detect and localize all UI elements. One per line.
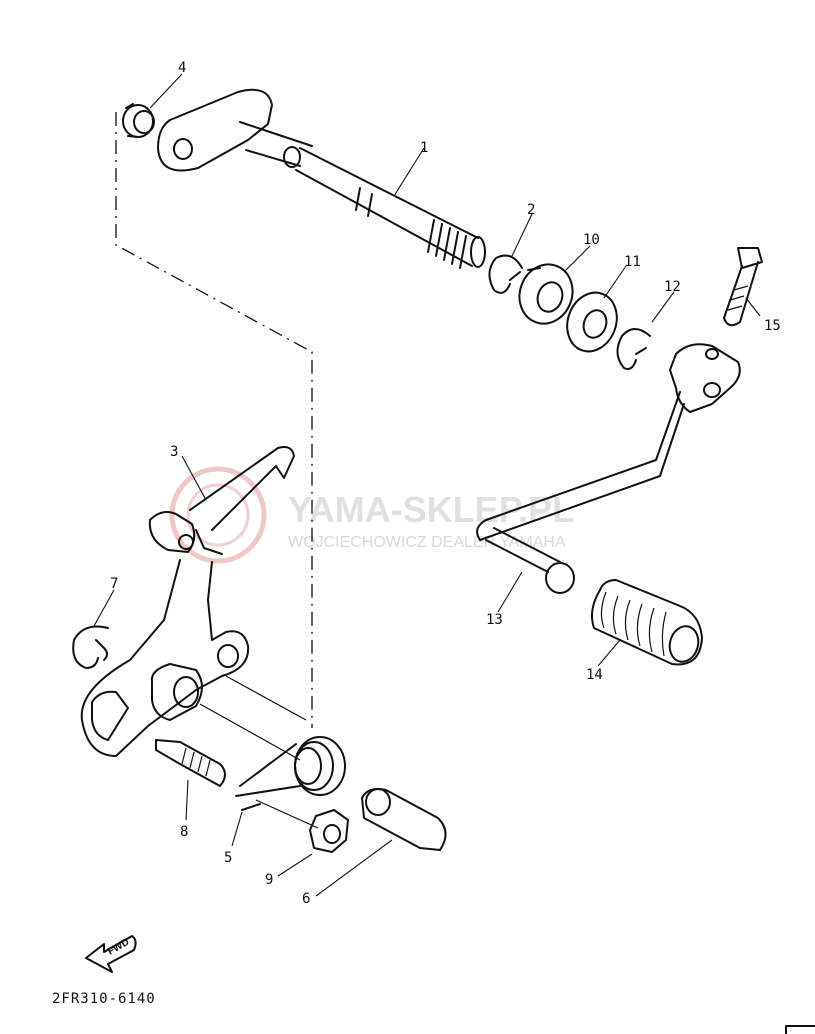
callout-15: 15 [764, 318, 781, 334]
assembly-guide-lines [115, 112, 313, 728]
washer-11-part [566, 291, 618, 353]
shift-shaft-part [157, 88, 486, 269]
callout-9: 9 [265, 872, 273, 888]
leader-lines [93, 73, 761, 897]
watermark: YAMA-SKLEP.PL WOJCIECHOWICZ DEALER YAMAH… [169, 466, 574, 564]
callout-8: 8 [180, 824, 188, 840]
forward-arrow: FWD [85, 935, 137, 973]
callout-7: 7 [110, 576, 118, 592]
watermark-subtitle: WOJCIECHOWICZ DEALER YAMAHA [288, 534, 566, 551]
callout-13: 13 [486, 612, 503, 628]
shift-pedal-part [476, 343, 741, 594]
pedal-rubber-part [591, 579, 703, 666]
callout-5: 5 [224, 850, 232, 866]
callout-10: 10 [583, 232, 600, 248]
circlip-2-part [488, 254, 523, 294]
callout-4: 4 [178, 60, 186, 76]
callout-14: 14 [586, 667, 603, 683]
stopper-bolt-part [155, 739, 226, 787]
oil-seal-part [122, 103, 155, 138]
callout-2: 2 [527, 202, 535, 218]
sleeve-part [361, 788, 447, 851]
callout-labels: 1 2 3 4 5 6 7 8 9 10 11 12 13 14 15 [110, 60, 781, 907]
diagram-part-code: 2FR310-6140 [52, 991, 156, 1007]
bolt-part [723, 247, 763, 327]
washer-10-part [518, 263, 574, 325]
alignment-lines [199, 675, 319, 829]
watermark-title: YAMA-SKLEP.PL [288, 489, 574, 530]
watermark-logo [169, 466, 267, 564]
circlip-7-part [72, 625, 109, 669]
shift-arm-part [80, 446, 295, 757]
callout-1: 1 [420, 140, 428, 156]
collar-part [150, 663, 203, 721]
corner-marker [785, 1025, 815, 1034]
circlip-12-part [616, 328, 651, 370]
nut-part [309, 809, 349, 853]
callout-6: 6 [302, 891, 310, 907]
callout-12: 12 [664, 279, 681, 295]
callout-3: 3 [170, 444, 178, 460]
spring-part [235, 736, 346, 811]
callout-11: 11 [624, 254, 641, 270]
